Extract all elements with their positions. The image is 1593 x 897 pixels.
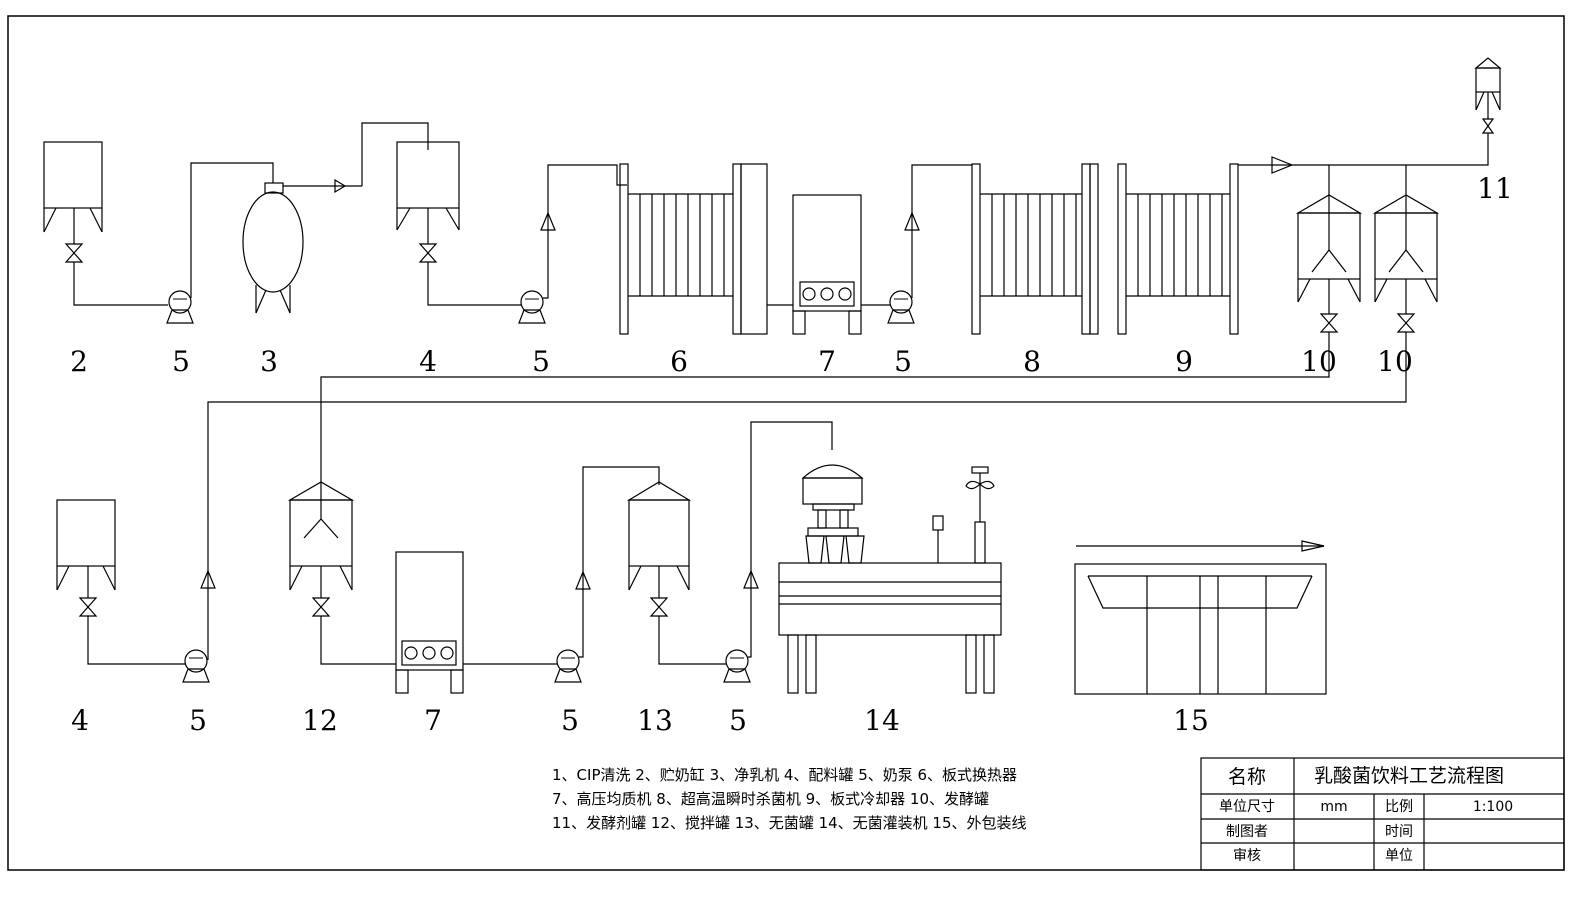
outer-packaging-line-15 (1074, 540, 1327, 695)
homogenizer-7a (792, 194, 862, 335)
drafter-label: 制图者 (1226, 824, 1268, 840)
label-5: 5 (172, 345, 190, 378)
label-6: 6 (670, 345, 688, 378)
pump-icon (887, 290, 915, 324)
batching-tank-4 (396, 141, 460, 244)
label-12: 12 (302, 704, 338, 737)
plate-heat-exchanger-6 (619, 163, 768, 335)
label-5: 5 (532, 345, 550, 378)
label-15: 15 (1173, 704, 1209, 737)
valve-icon (419, 243, 437, 263)
pump-icon (182, 649, 210, 683)
valve-icon (1397, 313, 1415, 333)
plate-cooler-9 (1089, 163, 1239, 335)
label-7: 7 (818, 345, 836, 378)
legend: 1、CIP清洗 2、贮奶缸 3、净乳机 4、配料罐 5、奶泵 6、板式换热器 7… (552, 766, 1027, 832)
uht-sterilizer-8 (971, 163, 1091, 335)
pump-icon (166, 290, 194, 324)
name-label: 名称 (1228, 766, 1266, 788)
aseptic-tank-13 (626, 481, 692, 598)
valve-icon (1320, 313, 1338, 333)
legend-line-1: 1、CIP清洗 2、贮奶缸 3、净乳机 4、配料罐 5、奶泵 6、板式换热器 (552, 766, 1017, 784)
scale-label: 比例 (1385, 799, 1413, 815)
drawing-border (7, 15, 1565, 871)
time-label: 时间 (1385, 824, 1413, 840)
flow-arrow-icon (1301, 540, 1325, 552)
label-2: 2 (70, 345, 88, 378)
fermentation-tank-10a (1295, 165, 1363, 314)
label-14: 14 (864, 704, 900, 737)
batching-tank-4b (56, 499, 116, 598)
title-block (1200, 757, 1565, 871)
valve-icon (650, 597, 668, 617)
label-5: 5 (561, 704, 579, 737)
scale-value: 1:100 (1473, 799, 1513, 815)
label-5: 5 (189, 704, 207, 737)
label-5: 5 (894, 345, 912, 378)
legend-line-2: 7、高压均质机 8、超高温瞬时杀菌机 9、板式冷却器 10、发酵罐 (552, 790, 989, 808)
label-10: 10 (1377, 345, 1413, 378)
legend-line-3: 11、发酵剂罐 12、搅拌罐 13、无菌罐 14、无菌灌装机 15、外包装线 (552, 814, 1027, 832)
unit-size-label: 单位尺寸 (1219, 799, 1275, 815)
drawing-title: 乳酸菌饮料工艺流程图 (1314, 765, 1504, 787)
mixing-tank-12 (287, 480, 355, 598)
valve-icon (79, 597, 97, 617)
flow-arrow-icon (1271, 156, 1294, 174)
aseptic-filling-machine-14 (778, 464, 1002, 694)
unit-size-value: mm (1320, 799, 1347, 815)
valve-icon (312, 597, 330, 617)
valve-icon (65, 243, 83, 263)
label-10: 10 (1301, 345, 1337, 378)
equipment-labels: 2 5 3 4 5 6 7 5 8 9 10 10 11 4 5 12 7 5 … (70, 172, 1513, 737)
starter-tank-11 (1474, 57, 1502, 119)
title-block-text: 名称 乳酸菌饮料工艺流程图 单位尺寸 mm 比例 1:100 制图者 时间 审核… (1219, 765, 1513, 864)
pump-icon (518, 290, 546, 324)
fermentation-tank-10b (1372, 165, 1440, 314)
flow-arrow-icon (334, 178, 347, 194)
label-13: 13 (637, 704, 673, 737)
pump-icon (723, 649, 751, 683)
label-9: 9 (1175, 345, 1193, 378)
storage-tank-2 (43, 141, 103, 244)
label-5: 5 (729, 704, 747, 737)
label-4: 4 (71, 704, 89, 737)
label-3: 3 (260, 345, 278, 378)
milk-clarifier-3 (242, 182, 304, 314)
valve-icon (1481, 118, 1495, 134)
pump-icon (554, 649, 582, 683)
label-8: 8 (1023, 345, 1041, 378)
homogenizer-7b (395, 551, 464, 694)
reviewer-label: 审核 (1233, 848, 1261, 864)
label-7: 7 (424, 704, 442, 737)
unit-label: 单位 (1385, 848, 1413, 864)
label-11: 11 (1477, 172, 1513, 205)
label-4: 4 (419, 345, 437, 378)
